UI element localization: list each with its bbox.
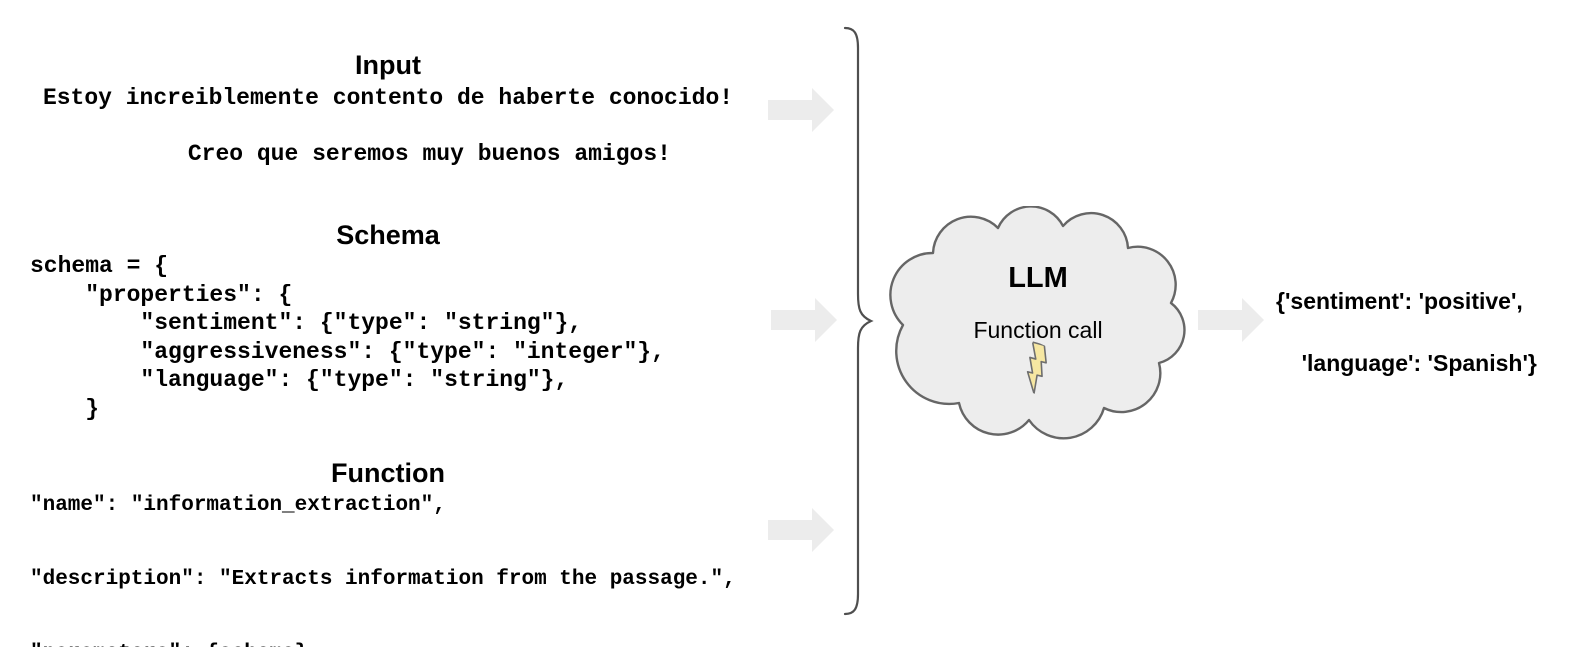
function-section-title: Function bbox=[331, 458, 445, 488]
right-arrow-shape bbox=[768, 508, 834, 552]
input-text-line1: Estoy increiblemente contento de haberte… bbox=[42, 85, 734, 111]
cloud-icon bbox=[889, 206, 1186, 440]
function-code-block: "name": "information_extraction", "descr… bbox=[30, 494, 736, 647]
right-arrow-icon bbox=[771, 298, 837, 342]
input-text-line2: Creo que seremos muy buenos amigos! bbox=[187, 141, 671, 167]
curly-brace-path bbox=[843, 26, 874, 616]
cloud-outline bbox=[889, 206, 1186, 440]
schema-section-title: Schema bbox=[336, 220, 440, 250]
right-arrow-shape bbox=[768, 88, 834, 132]
right-arrow-icon bbox=[768, 88, 834, 132]
right-arrow-shape bbox=[771, 298, 837, 342]
right-arrow-icon bbox=[1198, 298, 1264, 342]
inputs-column: Input Estoy increiblemente contento de h… bbox=[0, 0, 776, 647]
output-result-text: {'sentiment': 'positive', 'language': 'S… bbox=[1276, 286, 1537, 410]
input-text: Estoy increiblemente contento de haberte… bbox=[0, 84, 776, 196]
output-result-line1: {'sentiment': 'positive', bbox=[1276, 288, 1523, 314]
llm-title: LLM bbox=[1008, 262, 1068, 294]
schema-code-block: schema = { "properties": { "sentiment": … bbox=[30, 253, 665, 422]
llm-subtitle: Function call bbox=[973, 317, 1103, 343]
lightning-bolt-icon bbox=[1026, 341, 1047, 395]
right-arrow-icon bbox=[768, 508, 834, 552]
right-arrow-shape bbox=[1198, 298, 1264, 342]
input-section-title: Input bbox=[355, 50, 421, 80]
output-result-line2: 'language': 'Spanish'} bbox=[1301, 350, 1537, 376]
curly-brace-icon bbox=[843, 26, 874, 616]
lightning-bolt-shape bbox=[1026, 341, 1047, 395]
